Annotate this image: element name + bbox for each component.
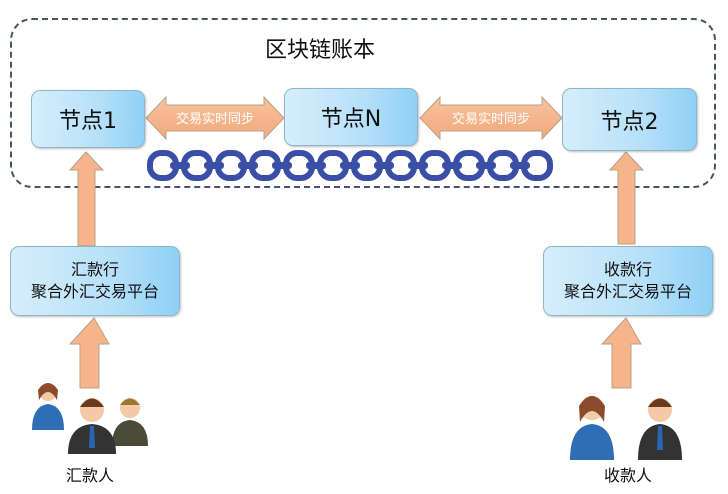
chain-link: [521, 150, 553, 181]
up-arrow-receiver-person: [600, 317, 642, 389]
sync-label-right: 交易实时同步: [451, 112, 530, 127]
node-1: 节点1: [31, 90, 145, 148]
up-arrow-sender-person: [68, 317, 110, 389]
up-arrow-sender-to-node1: [68, 151, 105, 247]
receiver-bank-platform: 收款行聚合外汇交易平台: [543, 246, 713, 316]
node-2: 节点2: [562, 88, 697, 151]
chain-icon: [147, 150, 553, 181]
blockchain-ledger-boundary: [10, 18, 716, 188]
ledger-title: 区块链账本: [264, 38, 375, 63]
node-n: 节点N: [284, 88, 418, 146]
sender-bank-platform: 汇款行聚合外汇交易平台: [10, 246, 180, 316]
sync-label-left: 交易实时同步: [175, 112, 254, 127]
receiver-label: 收款人: [603, 466, 652, 485]
sender-people-icon: [32, 383, 148, 454]
up-arrow-receiver-to-node2: [608, 151, 645, 245]
sender-label: 汇款人: [65, 466, 114, 485]
receiver-people-icon: [570, 396, 682, 460]
